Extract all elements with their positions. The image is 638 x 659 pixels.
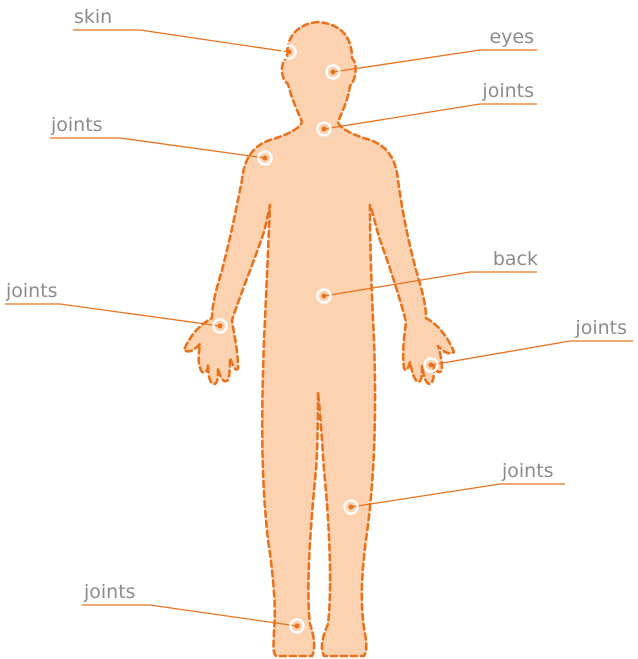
leader-line-ankle-joints — [82, 605, 297, 626]
leader-line-right-hand-joints — [431, 341, 633, 365]
label-ankle-joints: joints — [83, 581, 136, 603]
label-skin: skin — [74, 6, 112, 28]
leader-line-left-wrist-joints — [5, 304, 220, 326]
label-left-wrist-joints: joints — [5, 280, 58, 302]
leader-line-shoulder-joints — [50, 138, 265, 158]
leader-line-eyes — [333, 50, 537, 72]
label-neck-joints: joints — [481, 80, 534, 102]
label-back: back — [493, 248, 538, 270]
human-body-figure — [184, 22, 454, 656]
label-right-hand-joints: joints — [574, 317, 627, 339]
leader-line-skin — [73, 30, 289, 52]
label-eyes: eyes — [489, 26, 534, 48]
body-silhouette — [184, 22, 454, 656]
leader-line-neck-joints — [324, 104, 537, 129]
label-knee-joints: joints — [501, 460, 554, 482]
label-shoulder-joints: joints — [50, 114, 103, 136]
leader-line-knee-joints — [351, 484, 565, 507]
